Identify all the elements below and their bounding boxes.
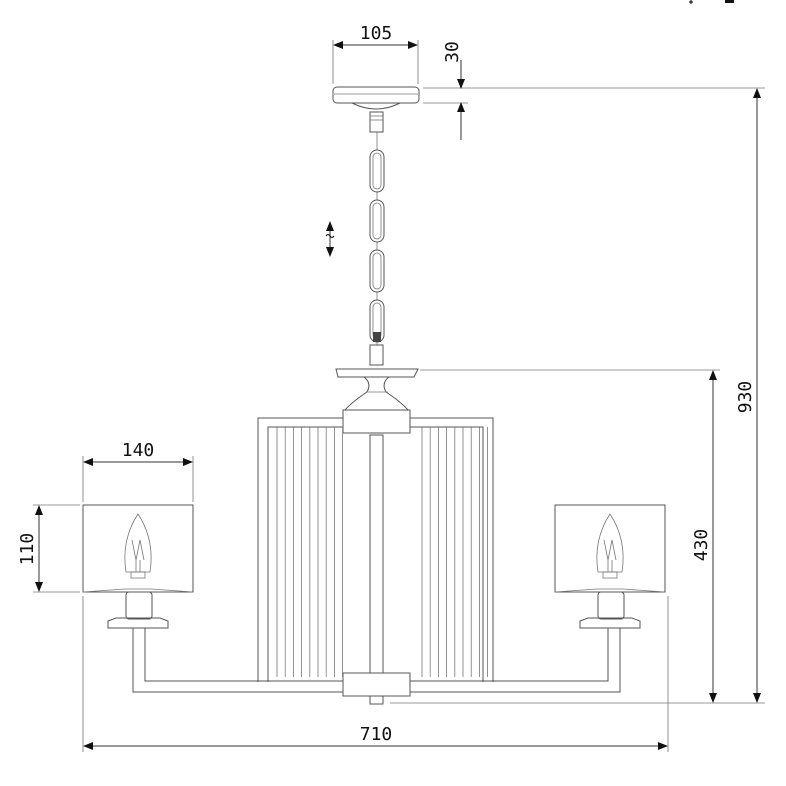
- chain-connector: [373, 332, 381, 342]
- label-body-height: 430: [691, 529, 712, 562]
- bobeche: [107, 617, 169, 629]
- bulb-base: [602, 571, 618, 579]
- chain-link-inner: [372, 252, 382, 290]
- label-canopy-height: 30: [442, 41, 463, 63]
- upper-body: [335, 344, 419, 674]
- right-shade-with-bulb: [554, 504, 666, 629]
- bulb-base: [130, 571, 146, 579]
- label-canopy-width: 105: [360, 23, 393, 44]
- adjustable-length-icon: [325, 221, 335, 257]
- bulb-filament: [603, 539, 617, 572]
- chain-link: [369, 149, 385, 193]
- left-shade-with-bulb: [82, 504, 194, 629]
- chain-link-inner: [372, 152, 382, 190]
- chain-link: [369, 249, 385, 293]
- label-total-height: 930: [735, 381, 756, 414]
- bulb: [596, 513, 624, 573]
- label-shade-width: 140: [122, 440, 155, 461]
- label-shade-height: 110: [17, 533, 38, 566]
- dimension-lines: [35, 41, 761, 750]
- cropped-mark: [689, 0, 734, 4]
- shade-rim: [82, 588, 194, 593]
- socket-cup: [597, 591, 625, 620]
- bulb: [124, 513, 152, 573]
- arms: [132, 628, 621, 693]
- ceiling-canopy: [332, 86, 420, 133]
- chain-link-inner: [372, 202, 382, 240]
- chain-link: [369, 199, 385, 243]
- bobeche: [579, 617, 641, 629]
- side-frames: [257, 417, 494, 682]
- chain: [369, 132, 385, 345]
- lower-hub: [342, 672, 411, 705]
- shade-rim: [554, 588, 666, 593]
- extension-lines: [33, 40, 765, 752]
- label-total-width: 710: [360, 724, 393, 745]
- socket-cup: [125, 591, 153, 620]
- bulb-filament: [131, 539, 145, 572]
